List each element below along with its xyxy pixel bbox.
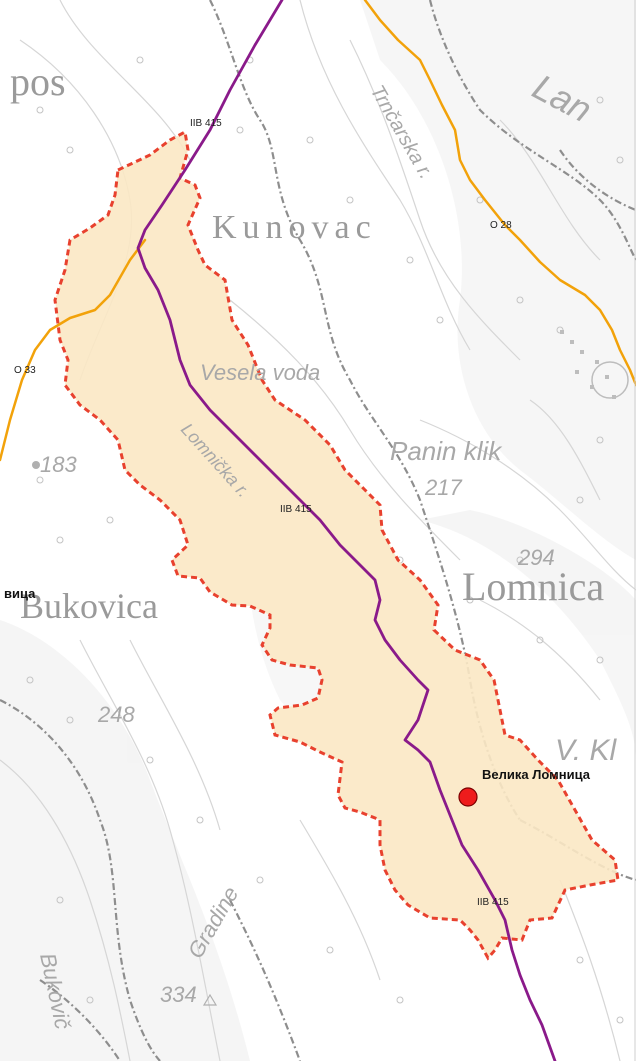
road-iib415 — [136, 0, 557, 1061]
topo-label-lomnica: Lomnica — [462, 564, 604, 609]
place-marker-velika-lomnica[interactable]: Велика Ломница — [458, 767, 591, 807]
road-label-iib415-mid: IIB 415 — [280, 504, 312, 515]
topo-label-elev-248: 248 — [97, 702, 135, 727]
elevation-point-symbols — [32, 461, 218, 1006]
terrain-feature-ring — [591, 361, 629, 399]
topo-label-elev-294: 294 — [517, 545, 555, 570]
topo-label-vesela-voda: Vesela voda — [200, 360, 320, 385]
road-label-iib415-bottom: IIB 415 — [477, 897, 509, 908]
road-label-o28: O 28 — [490, 220, 512, 231]
topo-label-pos: pos — [10, 59, 66, 104]
road-o33 — [0, 238, 147, 462]
place-label-velika-lomnica: Велика Ломница — [482, 767, 591, 782]
topo-label-bukovica: Bukovica — [20, 586, 158, 626]
road-o28 — [363, 0, 636, 387]
vegetation-symbols — [26, 56, 624, 1024]
topo-label-v-kl: V. Kl — [555, 734, 617, 767]
place-label-left-cut: вица — [4, 586, 36, 601]
topo-labels: pos Kunovac Trnčarska r. Vesela voda Lom… — [10, 59, 617, 1031]
local-roads — [0, 0, 636, 462]
topo-label-elev-217: 217 — [424, 475, 462, 500]
topo-label-panin-klik: Panin klik — [390, 436, 503, 466]
road-labels: IIB 415 IIB 415 IIB 415 O 28 O 33 — [14, 118, 512, 908]
place-marker-dot[interactable] — [458, 787, 478, 807]
topo-label-elev-334: 334 — [160, 982, 197, 1007]
road-label-o33: O 33 — [14, 365, 36, 376]
topo-label-kunovac: Kunovac — [212, 209, 377, 246]
topo-label-elev-183: 183 — [40, 452, 77, 477]
settlement-area-polygon[interactable] — [53, 129, 620, 961]
road-label-iib415-top: IIB 415 — [190, 118, 222, 129]
